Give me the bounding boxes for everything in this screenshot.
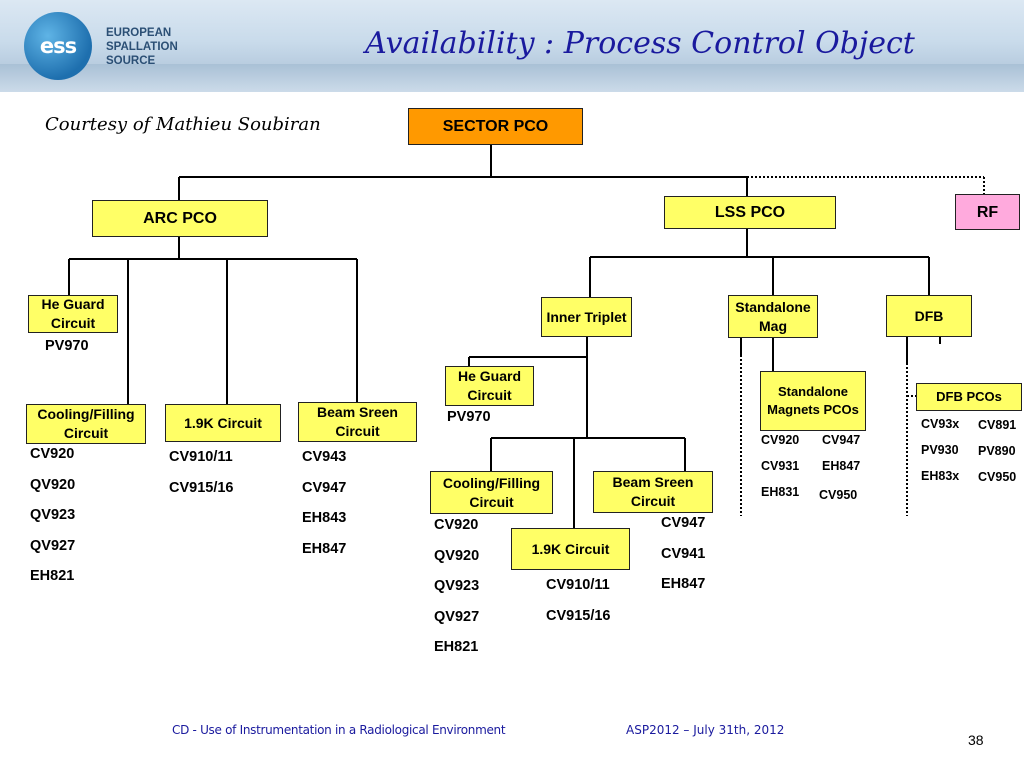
list-item: QV920 xyxy=(434,547,480,564)
list-item: CV910/11 xyxy=(169,449,233,465)
list-item: CV910/11 xyxy=(546,577,610,593)
list-item: CV931 xyxy=(761,459,800,473)
footer-left: CD - Use of Instrumentation in a Radiolo… xyxy=(172,723,506,737)
node-it-19k: 1.9K Circuit xyxy=(511,528,630,570)
slide-title: Availability : Process Control Object xyxy=(365,26,915,61)
list-item: PV930 xyxy=(921,443,959,457)
list-item: EH821 xyxy=(434,639,479,655)
list-item: QV927 xyxy=(30,537,76,554)
logo-line-1: EUROPEAN xyxy=(106,27,172,39)
logo-mark: ess xyxy=(39,34,77,58)
header-banner xyxy=(0,0,1024,92)
courtesy-note: Courtesy of Mathieu Soubiran xyxy=(45,114,321,135)
dfb-list-col1: CV93x PV930 EH83x xyxy=(921,417,959,495)
list-item: CV947 xyxy=(822,433,861,447)
list-item: EH847 xyxy=(661,576,706,592)
list-item: QV920 xyxy=(30,476,76,493)
list-item: EH831 xyxy=(761,485,800,499)
node-it-he-guard: He Guard Circuit xyxy=(445,366,534,406)
logo-line-2: SPALLATION xyxy=(106,41,178,53)
ess-logo-icon: ess xyxy=(24,12,92,80)
footer-right: ASP2012 – July 31th, 2012 xyxy=(626,723,785,737)
standalone-list-col2: CV947 EH847 CV950 xyxy=(819,433,861,514)
list-item: CV950 xyxy=(978,470,1017,484)
list-item: QV923 xyxy=(434,578,480,594)
list-item: CV950 xyxy=(819,488,858,502)
node-arc-cooling: Cooling/Filling Circuit xyxy=(26,404,146,444)
it-19k-list: CV910/11 CV915/16 xyxy=(546,577,611,638)
node-dfb-pcos: DFB PCOs xyxy=(916,383,1022,411)
list-item: EH847 xyxy=(302,540,347,557)
node-arc-pco: ARC PCO xyxy=(92,200,268,237)
list-item: CV915/16 xyxy=(546,607,611,624)
list-item: CV941 xyxy=(661,545,706,562)
node-inner-triplet: Inner Triplet xyxy=(541,297,632,337)
arc-beam-list: CV943 CV947 EH843 EH847 xyxy=(302,449,346,571)
node-arc-beam: Beam Sreen Circuit xyxy=(298,402,417,442)
list-item: CV947 xyxy=(661,515,706,531)
list-item: PV890 xyxy=(978,444,1016,458)
node-it-cooling: Cooling/Filling Circuit xyxy=(430,471,553,514)
page-number: 38 xyxy=(968,732,984,748)
node-lss-pco: LSS PCO xyxy=(664,196,836,229)
node-arc-19k: 1.9K Circuit xyxy=(165,404,281,442)
it-beam-list: CV947 CV941 EH847 xyxy=(661,515,705,607)
logo-line-3: SOURCE xyxy=(106,55,156,67)
dfb-list-col2: CV891 PV890 CV950 xyxy=(978,418,1016,496)
list-item: EH843 xyxy=(302,510,347,526)
standalone-list-col1: CV920 CV931 EH831 xyxy=(761,433,799,511)
arc-cooling-list: CV920 QV920 QV923 QV927 EH821 xyxy=(30,446,75,599)
node-dfb: DFB xyxy=(886,295,972,337)
arc-he-guard-value: PV970 xyxy=(45,338,89,354)
header-bridge-band xyxy=(0,64,1024,92)
node-it-beam: Beam Sreen Circuit xyxy=(593,471,713,513)
it-he-guard-value: PV970 xyxy=(447,409,491,425)
node-sector-pco: SECTOR PCO xyxy=(408,108,583,145)
list-item: CV947 xyxy=(302,479,347,496)
list-item: CV943 xyxy=(302,449,347,465)
node-standalone-mag: Standalone Mag xyxy=(728,295,818,338)
node-standalone-pcos: Standalone Magnets PCOs xyxy=(760,371,866,431)
node-rf: RF xyxy=(955,194,1020,230)
list-item: CV891 xyxy=(978,418,1017,432)
list-item: QV923 xyxy=(30,507,76,523)
list-item: EH821 xyxy=(30,568,75,584)
list-item: CV920 xyxy=(761,433,800,447)
node-arc-he-guard: He Guard Circuit xyxy=(28,295,118,333)
logo-text: EUROPEAN SPALLATION SOURCE xyxy=(106,26,178,68)
list-item: EH847 xyxy=(822,459,861,473)
list-item: CV920 xyxy=(30,446,75,462)
list-item: CV93x xyxy=(921,417,960,431)
list-item: QV927 xyxy=(434,608,480,625)
list-item: EH83x xyxy=(921,469,960,483)
list-item: CV920 xyxy=(434,517,479,533)
it-cooling-list: CV920 QV920 QV923 QV927 EH821 xyxy=(434,517,479,670)
arc-19k-list: CV910/11 CV915/16 xyxy=(169,449,234,510)
list-item: CV915/16 xyxy=(169,479,234,496)
